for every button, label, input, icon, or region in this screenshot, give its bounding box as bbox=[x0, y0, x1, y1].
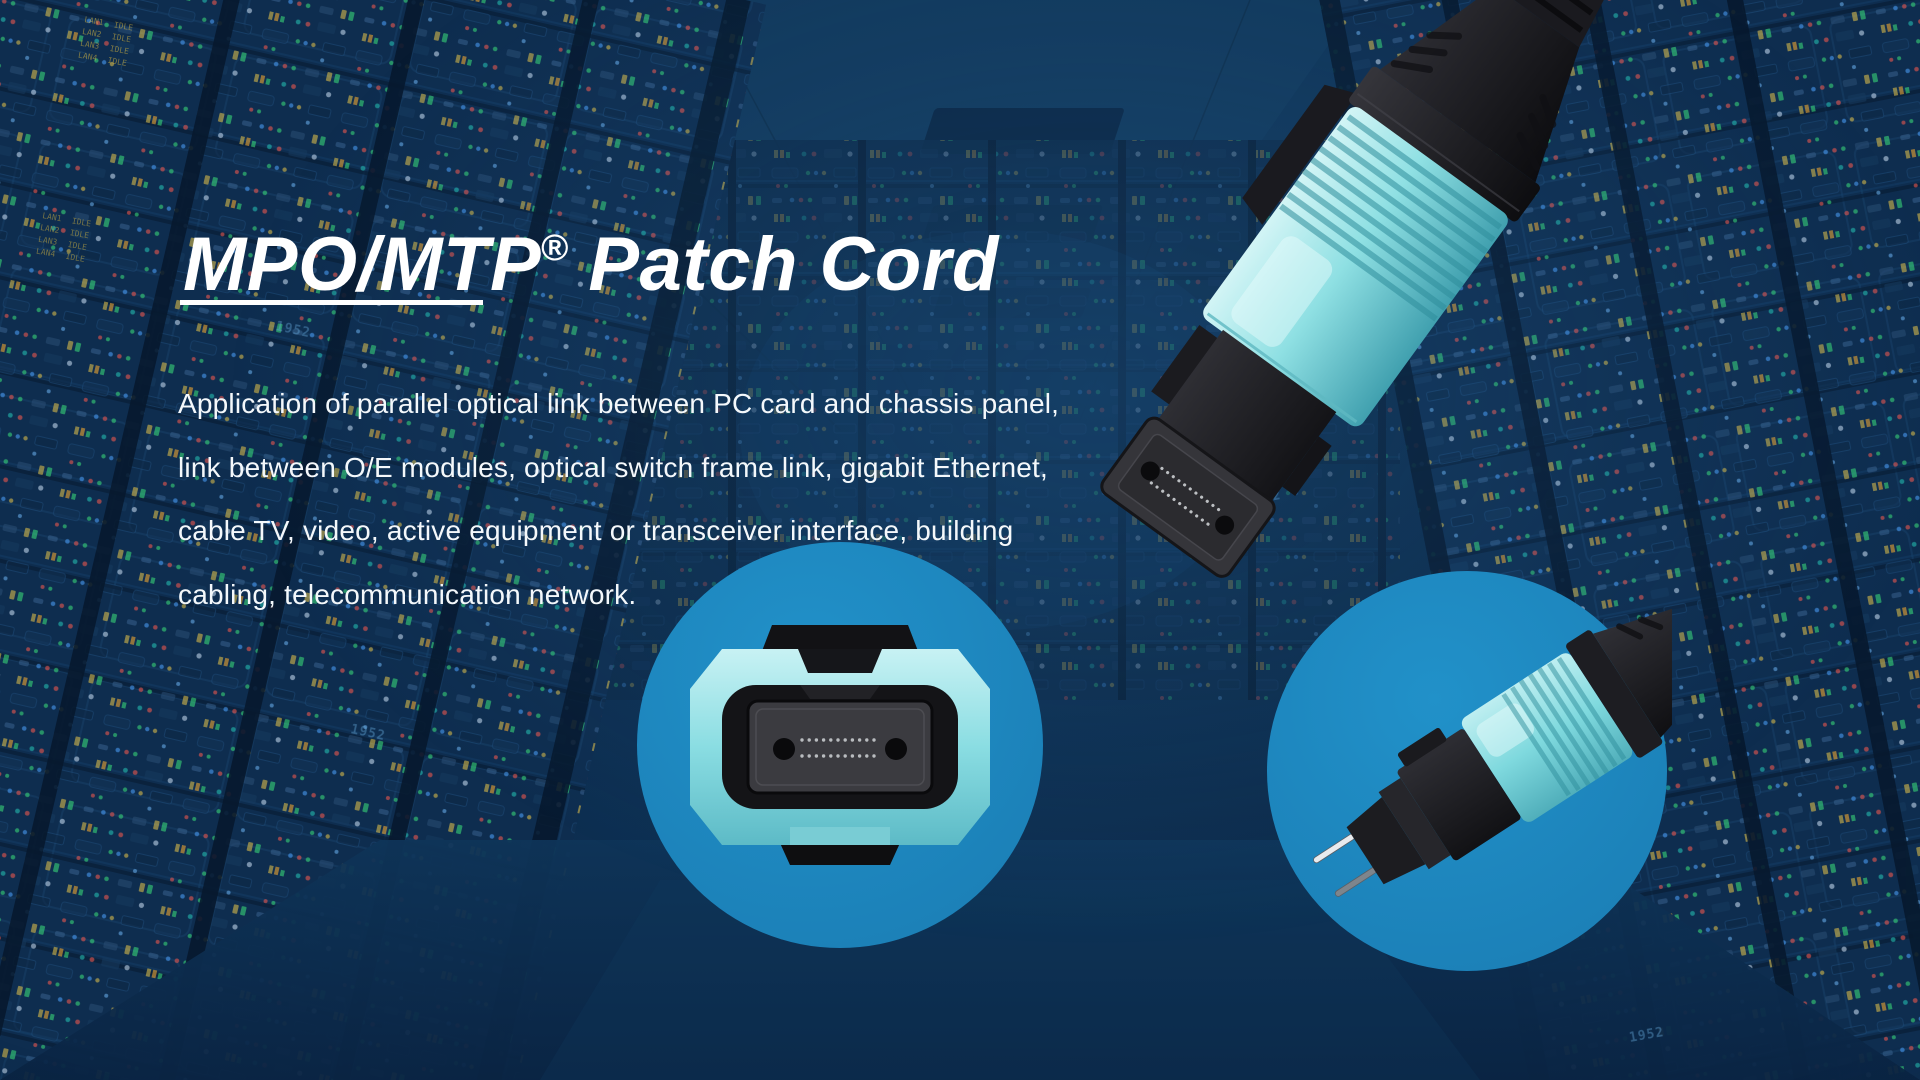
description-line: cable TV, video, active equipment or tra… bbox=[178, 515, 1014, 546]
hero-connector-image bbox=[1100, 0, 1617, 578]
description-line: link between O/E modules, optical switch… bbox=[178, 451, 1048, 483]
connector-front-view bbox=[690, 625, 990, 865]
brand-name: MPO/MTP bbox=[183, 221, 542, 307]
description-line: Application of parallel optical link bet… bbox=[178, 388, 1060, 419]
page-title: MPO/MTP®Patch Cord bbox=[183, 226, 999, 303]
description-line: cabling, telecommunication network. bbox=[178, 578, 637, 610]
product-description: Application of parallel optical link bet… bbox=[178, 372, 1059, 626]
title-suffix: Patch Cord bbox=[588, 221, 999, 307]
registered-mark: ® bbox=[541, 226, 569, 268]
side-view-badge bbox=[1267, 571, 1672, 971]
title-underline bbox=[180, 300, 483, 305]
